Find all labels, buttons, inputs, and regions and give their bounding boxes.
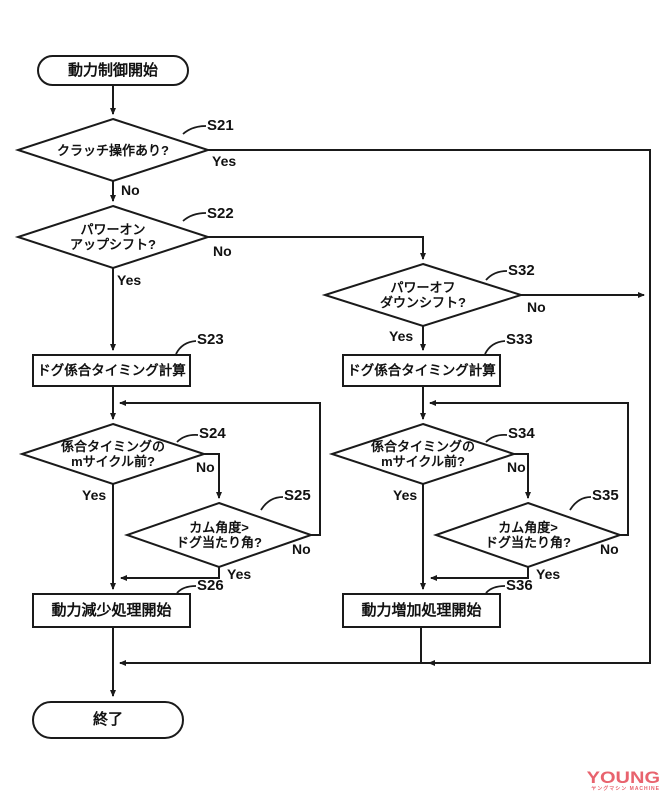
s35-no-label: No: [600, 541, 619, 557]
s23-process-shape: [32, 354, 191, 387]
s26-step-label: S26: [197, 577, 224, 594]
s33-step-label: S33: [506, 331, 533, 348]
s34-step-label: S34: [508, 425, 535, 442]
s36-process-shape: [342, 593, 501, 628]
s23-node-label: ドグ係合タイミング計算: [37, 363, 186, 378]
s32-yes-label: Yes: [389, 328, 414, 344]
logo-subtext: ヤングマシン MACHINE: [591, 786, 660, 792]
s25-diamond-shape: [123, 501, 315, 569]
logo-wordmark: YOUNG: [586, 768, 660, 788]
s21-node-label: クラッチ操作あり?: [57, 143, 169, 158]
leader-s32: [485, 270, 508, 281]
s24-step-label: S24: [199, 425, 226, 442]
leader-s26: [176, 585, 197, 594]
s35-yes-label: Yes: [536, 566, 561, 582]
step-leader-lines: [175, 125, 592, 594]
s23-step-label: S23: [197, 331, 224, 348]
start-node-label: 動力制御開始: [67, 62, 158, 79]
s24-text-line2: mサイクル前?: [71, 454, 155, 469]
s35-step-label: S35: [592, 487, 619, 504]
leader-s23: [175, 340, 197, 355]
s22-diamond-shape: [14, 204, 212, 270]
leader-s34: [485, 433, 508, 443]
young-machine-watermark: YOUNG ヤングマシン MACHINE: [587, 770, 660, 792]
s35-text-line1: カム角度>: [498, 520, 558, 535]
leader-s36: [485, 585, 506, 594]
s25-text-line2: ドグ当たり角?: [176, 535, 262, 550]
s34-text-line2: mサイクル前?: [381, 454, 465, 469]
leader-s35: [569, 496, 592, 511]
s35-text-line2: ドグ当たり角?: [485, 535, 571, 550]
s22-node-label: パワーオン アップシフト?: [18, 222, 208, 252]
s22-text-line1: パワーオン: [80, 222, 146, 237]
s24-node-label: 係合タイミングの mサイクル前?: [22, 439, 204, 469]
leader-s33: [484, 340, 506, 355]
s32-text-line1: パワーオフ: [390, 280, 456, 295]
s24-yes-label: Yes: [82, 487, 107, 503]
connector-lines: [110, 85, 651, 697]
s33-node-label: ドグ係合タイミング計算: [347, 363, 496, 378]
s32-no-label: No: [527, 299, 546, 315]
s34-yes-label: Yes: [393, 487, 418, 503]
s25-step-label: S25: [284, 487, 311, 504]
s22-yes-label: Yes: [117, 272, 142, 288]
leader-s25: [260, 496, 284, 511]
s22-no-label: No: [213, 243, 232, 259]
s21-yes-label: Yes: [212, 153, 237, 169]
leader-s21: [182, 125, 207, 135]
s24-text-line1: 係合タイミングの: [60, 439, 165, 454]
s35-node-label: カム角度> ドグ当たり角?: [436, 520, 620, 550]
leader-s24: [176, 433, 199, 443]
s35-diamond-shape: [432, 501, 624, 569]
connector-s34-no-s35: [514, 453, 531, 499]
s26-process-shape: [32, 593, 191, 628]
s26-node-label: 動力減少処理開始: [51, 602, 172, 619]
connector-s25-no-loop: [119, 400, 321, 536]
s25-node-label: カム角度> ドグ当たり角?: [127, 520, 311, 550]
s34-no-label: No: [507, 459, 526, 475]
s24-diamond-shape: [18, 422, 208, 486]
s34-node-label: 係合タイミングの mサイクル前?: [332, 439, 514, 469]
connector-s35-no-loop: [429, 400, 629, 536]
connector-s21-yes-bottom: [119, 149, 651, 666]
s21-step-label: S21: [207, 117, 234, 134]
leader-s22: [182, 212, 207, 222]
s33-process-shape: [342, 354, 501, 387]
connector-s22-no-s32: [208, 236, 426, 260]
s32-text-line2: ダウンシフト?: [380, 295, 466, 310]
s25-no-label: No: [292, 541, 311, 557]
s21-no-label: No: [121, 182, 140, 198]
s24-no-label: No: [196, 459, 215, 475]
s34-diamond-shape: [328, 422, 518, 486]
connector-s24-no-s25: [204, 453, 222, 499]
s22-step-label: S22: [207, 205, 234, 222]
s32-node-label: パワーオフ ダウンシフト?: [325, 280, 521, 310]
end-terminator-shape: [32, 701, 184, 739]
s25-text-line1: カム角度>: [189, 520, 249, 535]
s25-yes-label: Yes: [227, 566, 252, 582]
end-node-label: 終了: [92, 711, 123, 728]
s32-diamond-shape: [321, 262, 525, 328]
start-terminator-shape: [37, 55, 189, 86]
connector-s35-yes-merge: [430, 567, 529, 581]
connector-s25-yes-merge: [120, 567, 220, 581]
s34-text-line1: 係合タイミングの: [370, 439, 475, 454]
s22-text-line2: アップシフト?: [70, 237, 156, 252]
s21-diamond-shape: [14, 117, 212, 183]
node-shapes: [14, 55, 624, 739]
s36-node-label: 動力増加処理開始: [361, 602, 482, 619]
s32-step-label: S32: [508, 262, 535, 279]
s36-step-label: S36: [506, 577, 533, 594]
